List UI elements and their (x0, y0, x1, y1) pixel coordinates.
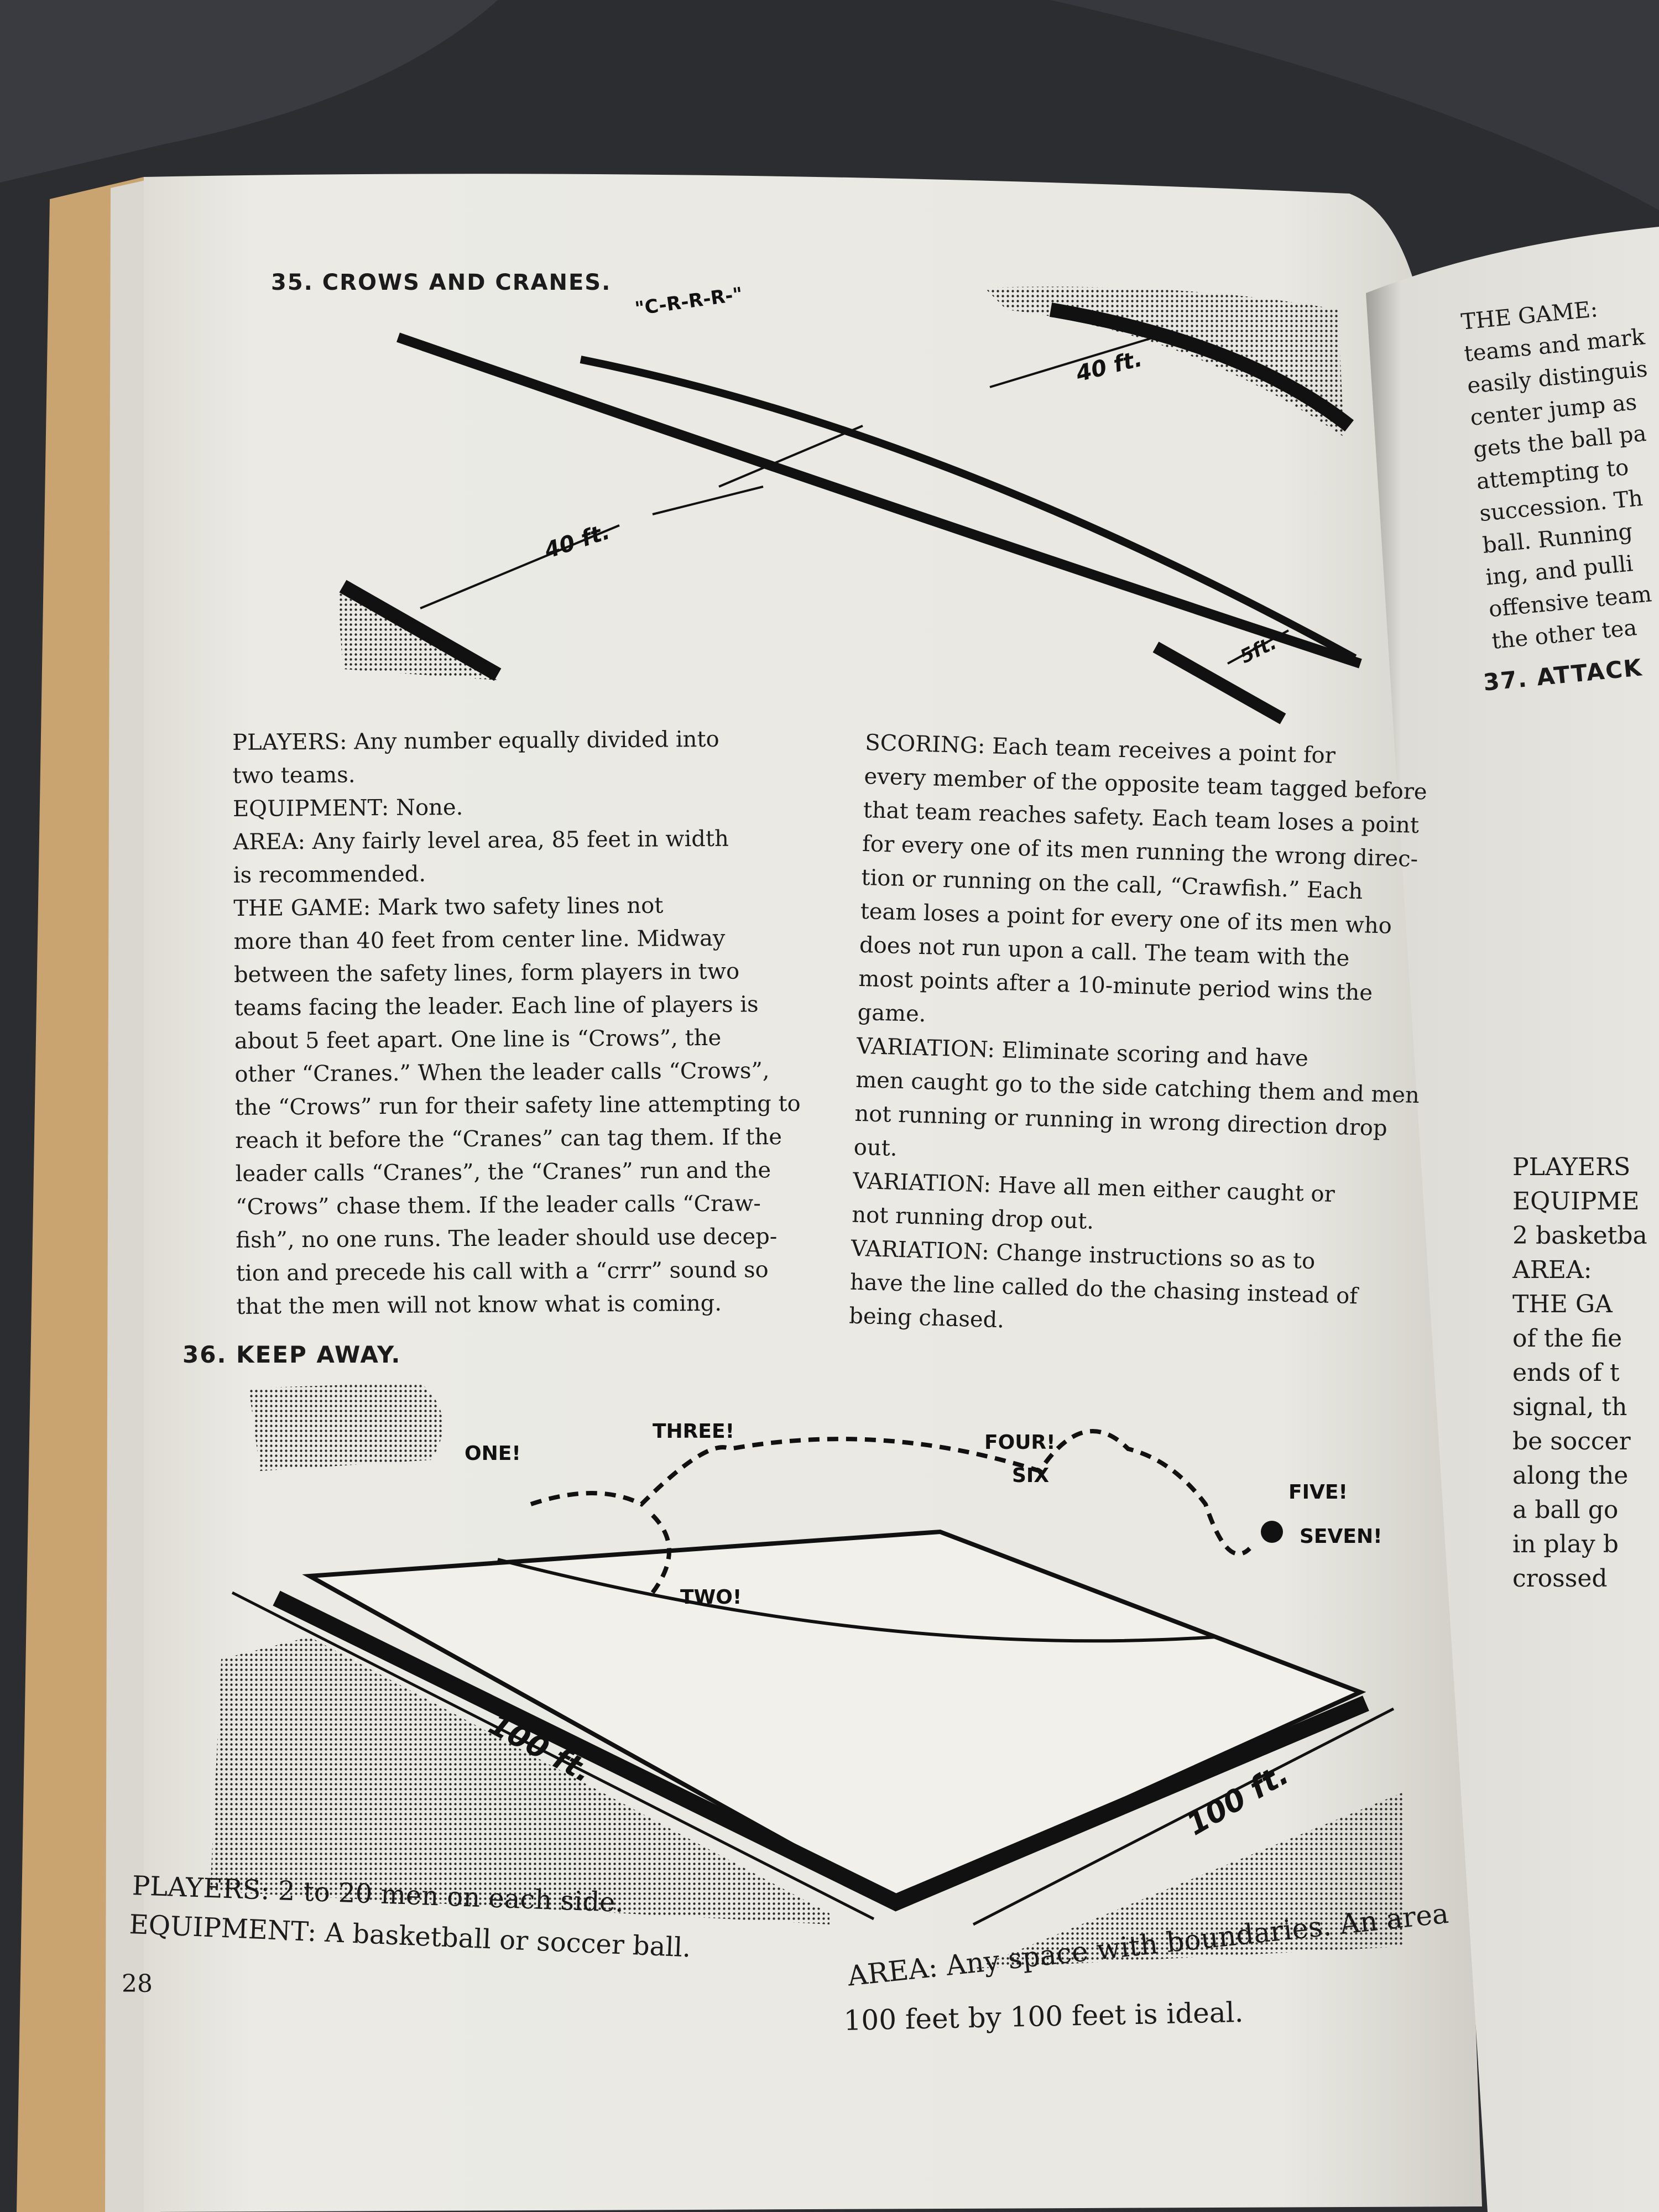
next-page-text-line: of the fie (1512, 1324, 1623, 1353)
next-page-text-line: be soccer (1512, 1427, 1631, 1455)
crows-and-cranes-illustration (337, 286, 1362, 724)
call-six-label: SIX (1012, 1464, 1049, 1487)
sideline-mark (1152, 641, 1286, 724)
next-page-text-line: EQUIPME (1512, 1187, 1640, 1215)
dimension-arrow (989, 331, 1173, 388)
text-line: teams facing the leader. Each line of pl… (234, 992, 759, 1021)
call-one-label: ONE! (465, 1442, 521, 1465)
next-page-text-line: signal, th (1512, 1393, 1627, 1421)
text-line: PLAYERS: Any number equally divided into (232, 726, 719, 755)
text-line: the “Crows” run for their safety line at… (234, 1091, 801, 1120)
page-number: 28 (122, 1970, 153, 1998)
text-line: fish”, no one runs. The leader should us… (236, 1224, 778, 1253)
text-line: “Crows” chase them. If the leader calls … (235, 1191, 761, 1220)
text-line: leader calls “Cranes”, the “Cranes” run … (235, 1157, 771, 1187)
center-line (497, 1558, 1217, 1643)
stipple-area (249, 1383, 443, 1471)
call-seven-label: SEVEN! (1300, 1525, 1383, 1548)
line-of-players (580, 356, 1357, 662)
text-line: out. (853, 1134, 898, 1161)
text-line: other “Cranes.” When the leader calls “C… (234, 1058, 770, 1087)
dimension-arrow (231, 1591, 875, 1921)
dimension-arrow (1227, 629, 1289, 665)
dimension-arrow (972, 1707, 1395, 1926)
next-page-text-line: ends of t (1512, 1359, 1620, 1387)
dimension-arrow (652, 486, 764, 515)
text-line: more than 40 feet from center line. Midw… (233, 925, 726, 954)
text-line: being chased. (848, 1303, 1005, 1333)
cloth-fold (0, 0, 498, 182)
stipple-area (984, 286, 1344, 437)
game-36-heading: 36. KEEP AWAY. (182, 1341, 401, 1368)
next-page-text-line: a ball go (1512, 1496, 1619, 1524)
dimension-arrow (420, 524, 620, 609)
stipple-area (973, 1792, 1405, 1969)
next-page-text-line: THE GA (1512, 1290, 1613, 1318)
call-three-label: THREE! (653, 1420, 734, 1443)
stipple-area (210, 1637, 830, 1924)
next-page-text-line: 2 basketba (1512, 1222, 1647, 1250)
text-line: game. (857, 999, 927, 1027)
right-page (1366, 227, 1659, 2212)
text-line: EQUIPMENT: None. (232, 795, 463, 822)
call-four-label: FOUR! (984, 1431, 1056, 1454)
text-line: is recommended. (233, 861, 426, 888)
ball (1261, 1521, 1283, 1543)
call-five-label: FIVE! (1288, 1481, 1348, 1504)
cloth-fold (1051, 0, 1659, 210)
text-line: THE GAME: Mark two safety lines not (233, 893, 664, 921)
next-page-text-line: along the (1512, 1462, 1629, 1490)
game-35-heading: 35. CROWS AND CRANES. (271, 270, 612, 295)
ball-path (530, 1429, 1251, 1556)
keep-away-illustration (210, 1383, 1405, 1969)
text-line: between the safety lines, form players i… (233, 958, 740, 988)
call-two-label: TWO! (680, 1586, 742, 1609)
next-page-text-line: PLAYERS (1512, 1153, 1631, 1181)
safety-line (1049, 302, 1354, 432)
text-line: about 5 feet apart. One line is “Crows”,… (234, 1025, 722, 1054)
text-line: reach it before the “Cranes” can tag the… (235, 1124, 782, 1154)
court-edge (273, 1590, 1369, 1912)
safety-line (339, 580, 502, 681)
next-page-text-line: AREA: (1512, 1256, 1592, 1284)
next-page-text-line: in play b (1512, 1530, 1619, 1558)
text-line: two teams. (232, 762, 356, 789)
text-line: tion and precede his call with a “crrr” … (236, 1257, 769, 1286)
dimension-arrow (718, 425, 863, 488)
next-page-text-line: crossed (1512, 1564, 1608, 1593)
text-line: AREA: Any fairly level area, 85 feet in … (233, 826, 729, 855)
ball-path (650, 1514, 671, 1594)
text-line: that the men will not know what is comin… (236, 1290, 722, 1319)
center-line (397, 332, 1362, 669)
